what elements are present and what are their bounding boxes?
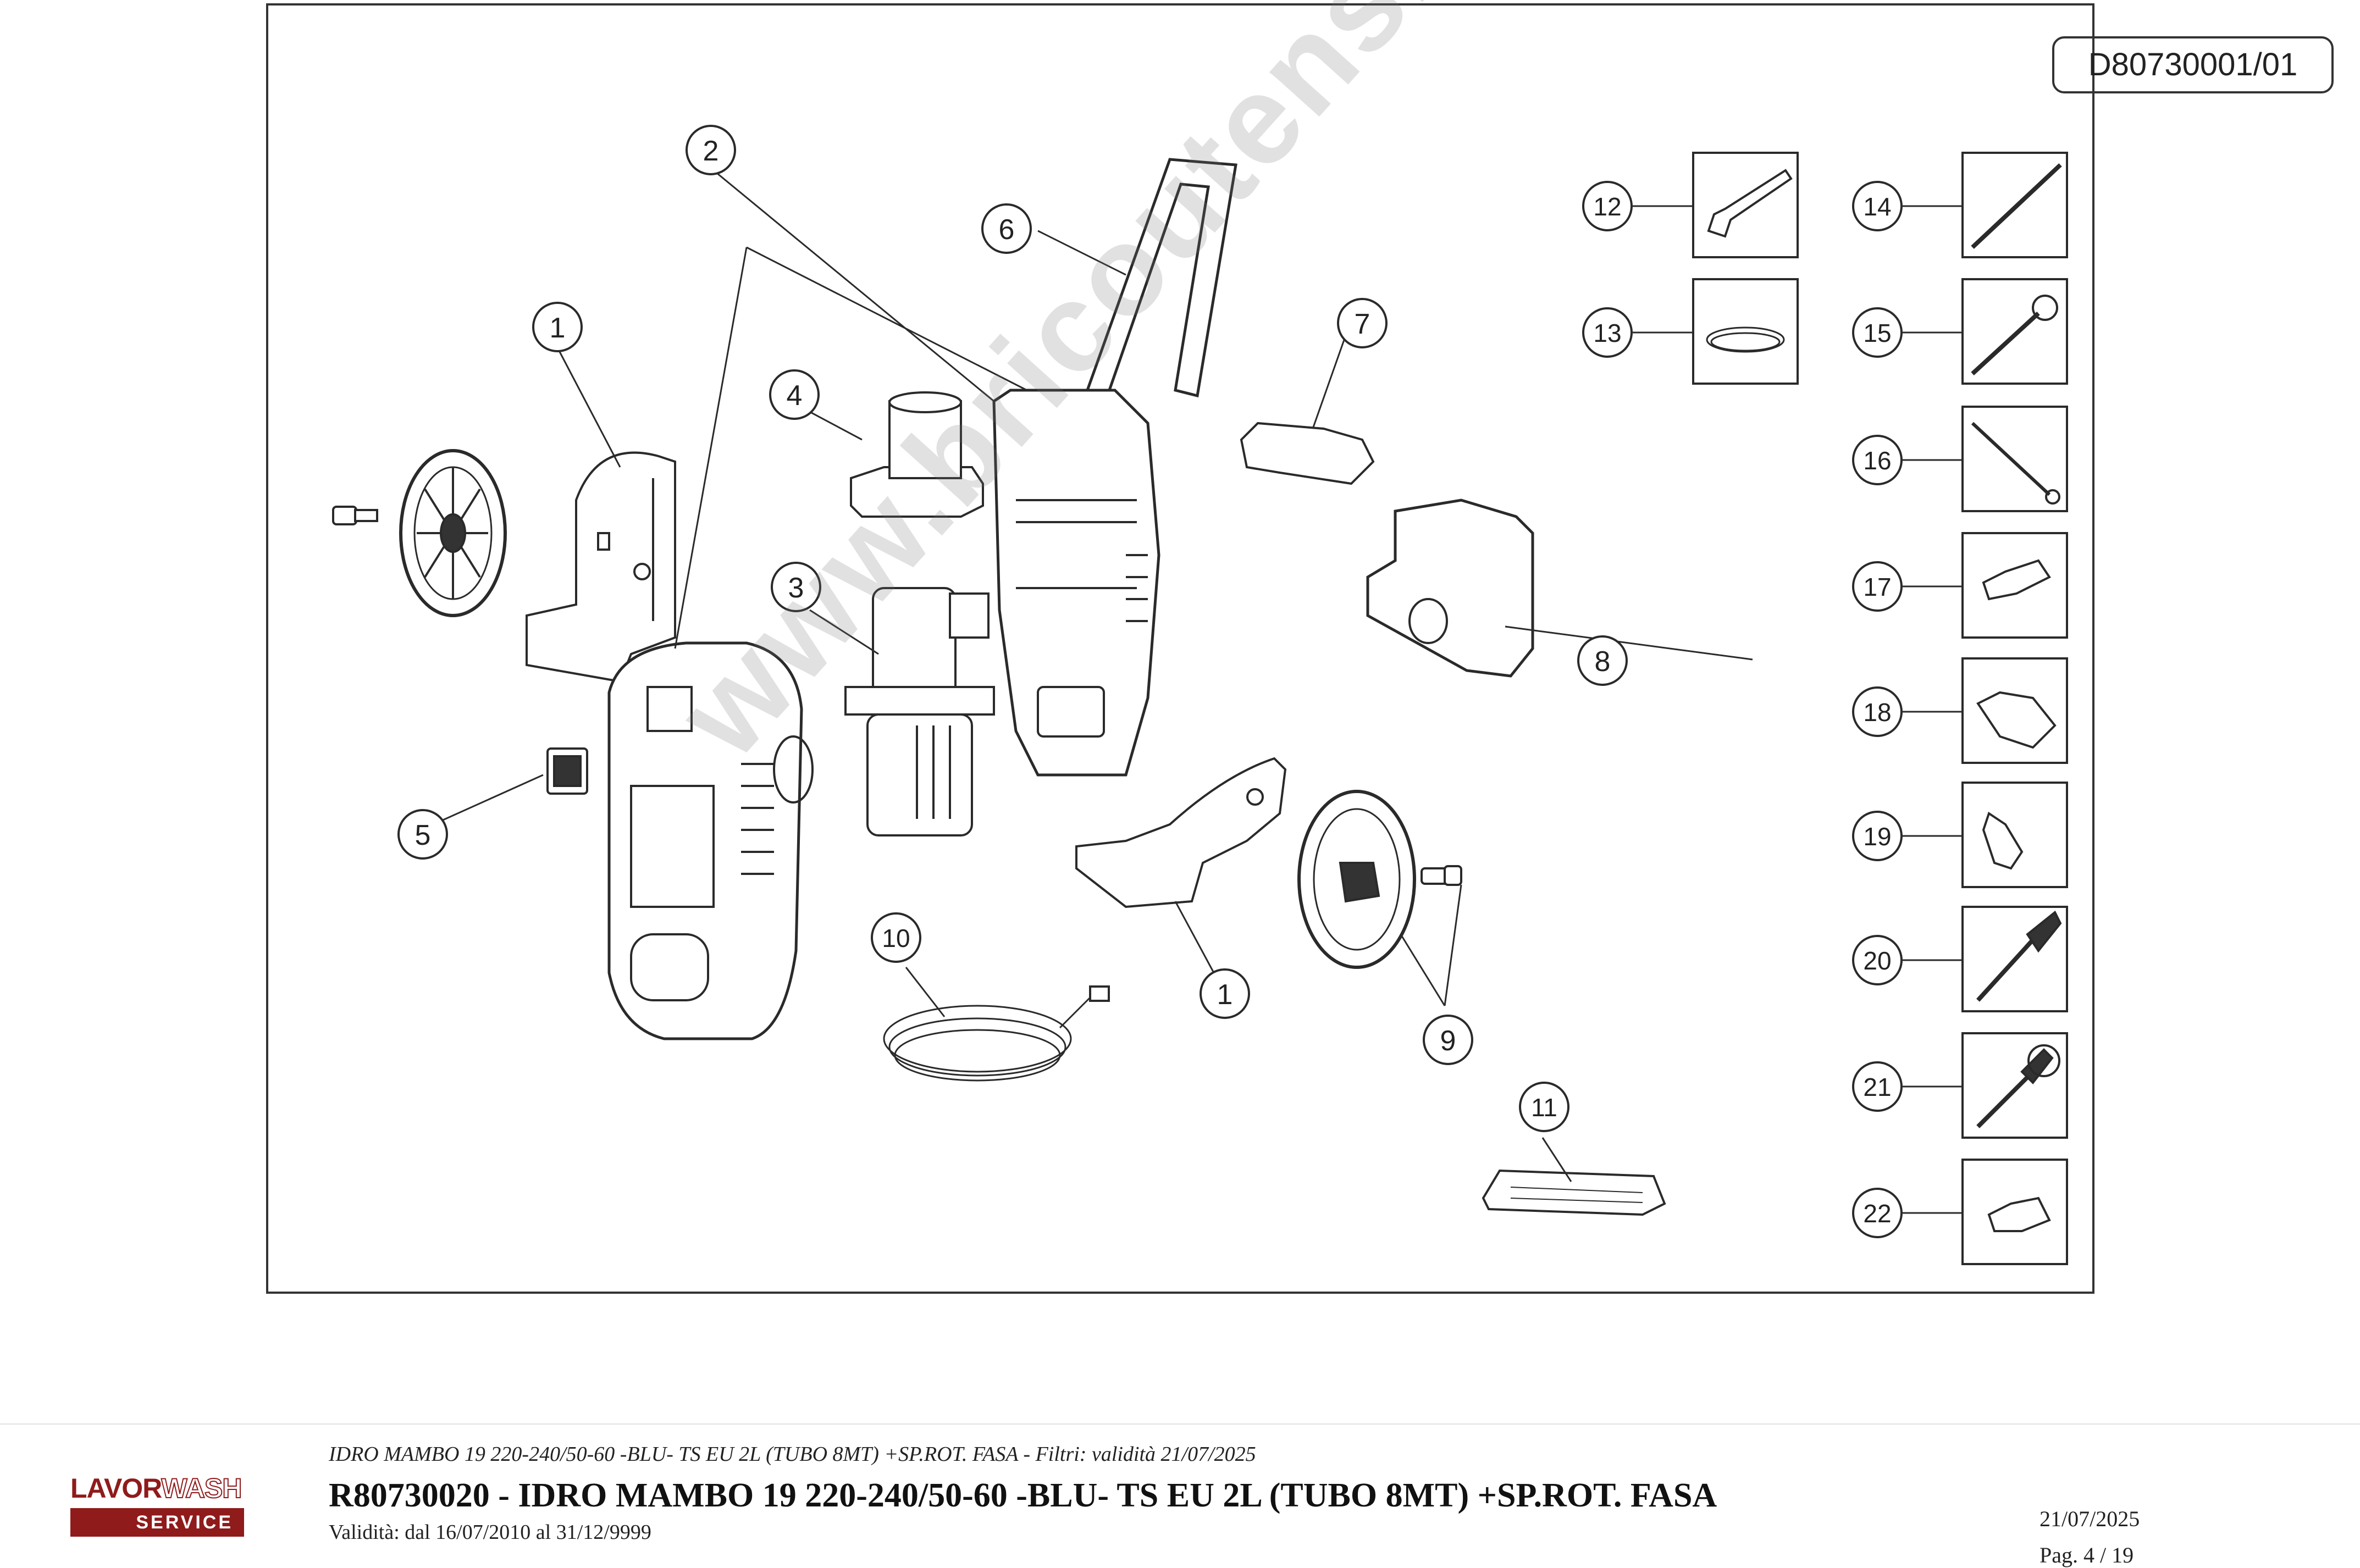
callout-9: 9 (1423, 1015, 1473, 1065)
callout-20: 20 (1852, 935, 1903, 985)
callout-14: 14 (1852, 181, 1903, 231)
footer-page-number: Pag. 4 / 19 (2040, 1543, 2134, 1567)
callout-5: 5 (397, 809, 448, 860)
part-handle (1085, 158, 1237, 398)
callout-8-label: 8 (1595, 646, 1611, 678)
accessory-box-15 (1961, 278, 2068, 385)
callout-20-label: 20 (1863, 946, 1891, 975)
part-rear-panel (1366, 498, 1534, 678)
accessory-box-16 (1961, 406, 2068, 512)
part-side-panel-right (1075, 757, 1287, 908)
callout-9-label: 9 (1440, 1025, 1456, 1057)
callout-19-label: 19 (1863, 822, 1891, 851)
callout-1a: 1 (532, 302, 583, 352)
callout-12-label: 12 (1593, 192, 1621, 221)
callout-17: 17 (1852, 561, 1903, 612)
callout-1a-label: 1 (550, 312, 566, 344)
callout-14-label: 14 (1863, 192, 1891, 221)
callout-4-label: 4 (787, 380, 803, 412)
callout-1b: 1 (1200, 968, 1250, 1019)
callout-19: 19 (1852, 811, 1903, 861)
part-wheel-left (399, 449, 507, 617)
part-wheel-pin-left (332, 506, 378, 525)
footer-title: R80730020 - IDRO MAMBO 19 220-240/50-60 … (329, 1477, 1717, 1514)
callout-21: 21 (1852, 1061, 1903, 1112)
callout-21-label: 21 (1863, 1073, 1891, 1101)
footer-validity: Validità: dal 16/07/2010 al 31/12/9999 (329, 1521, 651, 1544)
part-front-cover (607, 641, 814, 1040)
logo-service-bar: SERVICE (70, 1508, 244, 1537)
callout-4: 4 (769, 369, 820, 420)
callout-22: 22 (1852, 1188, 1903, 1238)
accessory-box-14 (1961, 152, 2068, 258)
diagram-frame: 1 1 2 3 4 5 6 7 (266, 3, 2334, 1294)
accessory-box-22 (1961, 1159, 2068, 1265)
part-wheel-pin-right (1421, 865, 1462, 886)
callout-6: 6 (981, 203, 1032, 254)
callout-18: 18 (1852, 686, 1903, 737)
callout-22-label: 22 (1863, 1199, 1891, 1228)
callout-3: 3 (771, 562, 821, 612)
callout-7-label: 7 (1355, 308, 1370, 340)
part-motor-pump (844, 587, 995, 836)
callout-6-label: 6 (999, 214, 1015, 246)
part-top-cover (1240, 422, 1375, 485)
accessory-box-20 (1961, 906, 2068, 1012)
logo-text-secondary: WASH (161, 1472, 242, 1504)
accessory-box-13 (1692, 278, 1799, 385)
part-switch (546, 747, 588, 795)
accessory-box-18 (1961, 657, 2068, 764)
callout-7: 7 (1337, 298, 1388, 348)
callout-10: 10 (871, 912, 921, 963)
callout-17-label: 17 (1863, 573, 1891, 601)
accessory-box-21 (1961, 1032, 2068, 1139)
part-power-cord (883, 985, 1110, 1082)
footer-divider (0, 1423, 2360, 1425)
brand-logo: LAVORWASH SERVICE (70, 1472, 244, 1540)
callout-15: 15 (1852, 307, 1903, 358)
leader-lines (433, 169, 1963, 1214)
exploded-diagram: 1 1 2 3 4 5 6 7 (332, 125, 2068, 1265)
callout-16: 16 (1852, 435, 1903, 485)
callout-2: 2 (686, 125, 736, 175)
footer-subtitle: IDRO MAMBO 19 220-240/50-60 -BLU- TS EU … (329, 1443, 1256, 1466)
callout-10-label: 10 (882, 924, 910, 952)
part-tank (850, 391, 984, 518)
part-wheel-right (1297, 790, 1416, 969)
accessory-box-12 (1692, 152, 1799, 258)
drawing-code: D80730001/01 (2052, 36, 2334, 93)
logo-text-primary: LAVOR (70, 1473, 162, 1504)
callout-5-label: 5 (415, 819, 431, 851)
accessory-box-19 (1961, 782, 2068, 888)
callout-12: 12 (1582, 181, 1633, 231)
callout-13: 13 (1582, 307, 1633, 358)
callout-3-label: 3 (788, 572, 804, 604)
footer-date: 21/07/2025 (2040, 1506, 2140, 1531)
part-chassis (992, 389, 1160, 777)
callout-13-label: 13 (1593, 319, 1621, 347)
callout-2-label: 2 (703, 135, 719, 167)
part-manual (1482, 1169, 1666, 1216)
callout-1b-label: 1 (1217, 979, 1233, 1011)
callout-16-label: 16 (1863, 446, 1891, 475)
callout-18-label: 18 (1863, 698, 1891, 727)
part-side-panel-left (526, 451, 676, 683)
accessory-box-17 (1961, 532, 2068, 639)
callout-11-label: 11 (1531, 1093, 1557, 1122)
callout-11: 11 (1519, 1082, 1569, 1132)
callout-8: 8 (1577, 635, 1628, 686)
callout-15-label: 15 (1863, 319, 1891, 347)
